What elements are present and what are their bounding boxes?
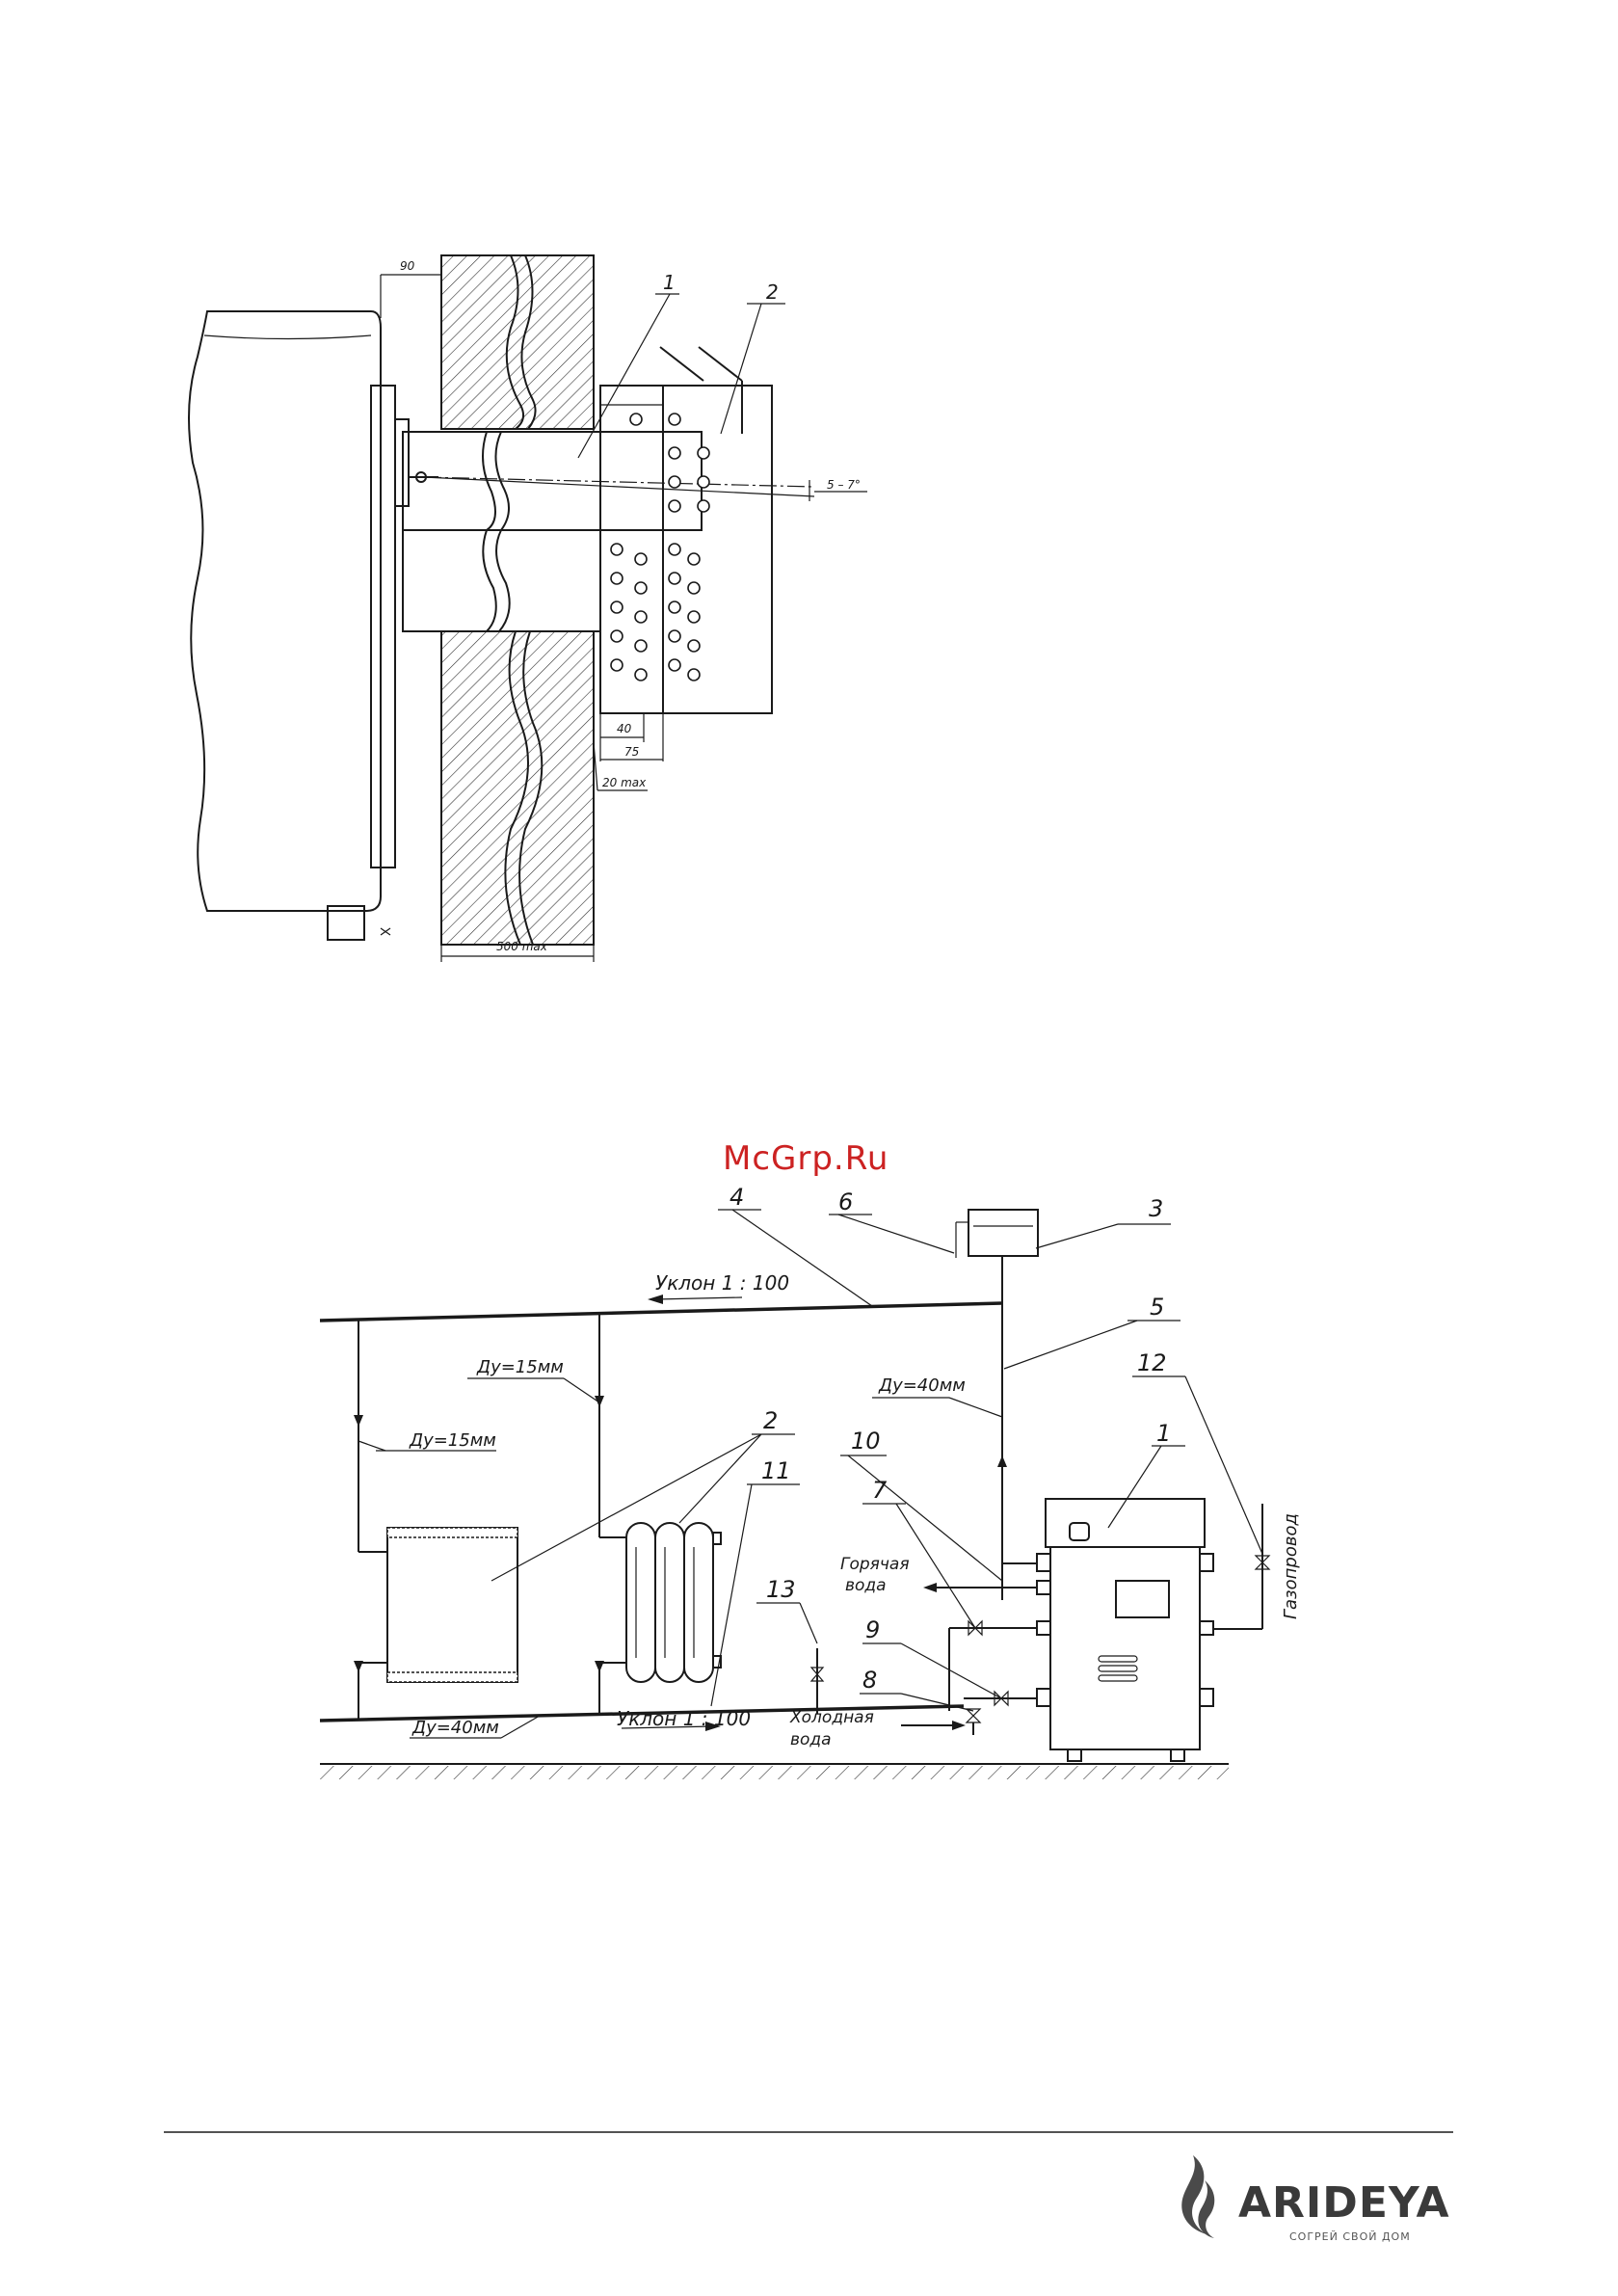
fig2-callout-12: 12: [1137, 1349, 1167, 1376]
fig2-callout-11: 11: [761, 1457, 791, 1484]
fig2-callout-7: 7: [872, 1477, 888, 1504]
hot-water-label-1: Горячая: [840, 1555, 910, 1574]
sectional-radiator: [626, 1523, 721, 1682]
dim-angle: 5 – 7°: [827, 478, 861, 492]
fig2-callout-8: 8: [862, 1667, 877, 1694]
grille-holes: [611, 414, 709, 681]
dim-40: 40: [617, 722, 632, 735]
fig1-callout-2: 2: [766, 280, 779, 304]
du15-label-b: Ду=15мм: [476, 1357, 564, 1377]
fig2-callout-4: 4: [729, 1184, 744, 1211]
boiler-body-outline: [189, 311, 381, 911]
watermark-text: McGrp.Ru: [723, 1139, 889, 1178]
panel-radiator: [387, 1528, 517, 1682]
du40-riser-label: Ду=40мм: [878, 1375, 966, 1396]
fig1-callout-1: 1: [663, 271, 676, 294]
dim-20max: 20 max: [602, 776, 647, 789]
flue-pipe-lower: [403, 530, 600, 631]
du15-label-a: Ду=15мм: [409, 1430, 496, 1451]
fig2-callout-1: 1: [1156, 1420, 1171, 1447]
brand-name: ARIDEYA: [1238, 2178, 1450, 2228]
heating-system-scheme: Уклон 1 : 100 Уклон 1 : 100 Ду=15мм Ду=1…: [320, 1184, 1301, 1779]
fig2-callout-5: 5: [1150, 1294, 1164, 1321]
supply-main-pipe: [320, 1303, 1002, 1321]
dim-90: 90: [400, 259, 415, 273]
fig2-callout-3: 3: [1149, 1195, 1163, 1222]
cold-water-label-1: Холодная: [789, 1708, 874, 1727]
chimney-installation-diagram: 1 2 5 – 7° 90 40 75 20 max 500 max: [189, 255, 867, 962]
slope-top-label: Уклон 1 : 100: [655, 1271, 789, 1295]
dim-75: 75: [624, 745, 639, 759]
fig2-callout-9: 9: [865, 1616, 880, 1643]
slope-bottom-label: Уклон 1 : 100: [617, 1707, 751, 1730]
cold-water-label-2: вода: [790, 1730, 832, 1749]
fig2-callout-6: 6: [838, 1188, 853, 1215]
wall-section-bottom: [441, 631, 594, 945]
hot-water-label-2: вода: [845, 1576, 887, 1595]
fig2-callout-2: 2: [763, 1407, 778, 1434]
dim-500max: 500 max: [496, 940, 548, 953]
du40-return-label: Ду=40мм: [411, 1718, 499, 1738]
brand-slogan: СОГРЕЙ СВОЙ ДОМ: [1289, 2230, 1411, 2243]
gas-pipe-label: Газопровод: [1281, 1513, 1301, 1619]
flue-pipe-upper: [403, 432, 702, 530]
arideya-logo: ARIDEYA СОГРЕЙ СВОЙ ДОМ: [1181, 2155, 1449, 2243]
boiler-unit: [1037, 1499, 1213, 1761]
fig2-callout-10: 10: [851, 1428, 881, 1455]
terminal-grille: [600, 386, 772, 713]
expansion-tank: [968, 1210, 1038, 1256]
fig2-callout-13: 13: [766, 1576, 796, 1603]
